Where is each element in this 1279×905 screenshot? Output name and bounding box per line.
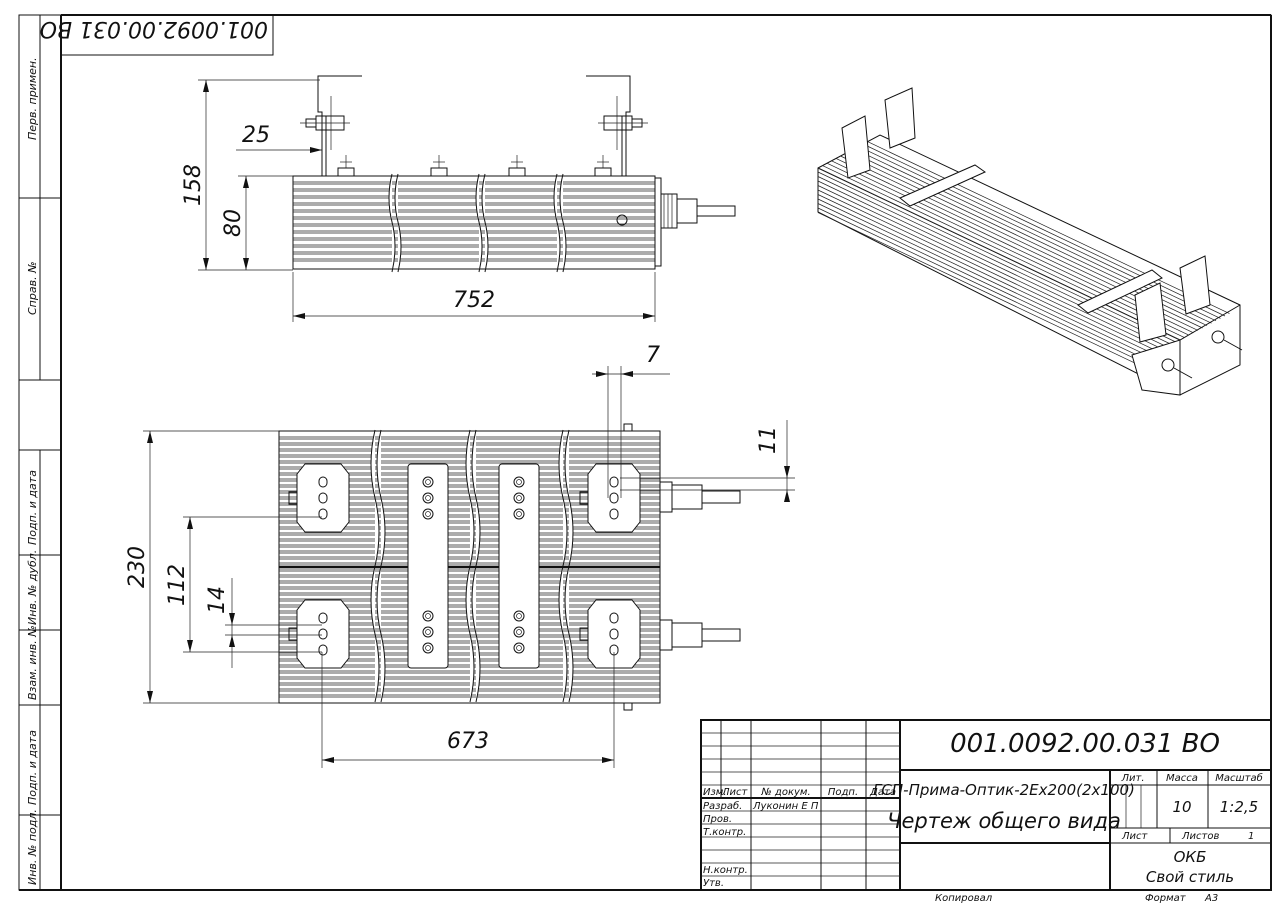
tb-scale-label: Масштаб xyxy=(1215,772,1263,784)
tb-role-tkontr: Т.контр. xyxy=(703,827,746,838)
stamp-sprav: Справ. № xyxy=(26,261,39,315)
stamp-podp-data-2: Подп. и дата xyxy=(26,730,39,805)
tb-sheet-label: Лист xyxy=(1121,831,1149,842)
side-dimensions: 158 80 25 752 xyxy=(181,79,656,322)
top-dimensions: 230 112 14 673 7 11 xyxy=(125,343,795,768)
tb-lit-label: Лит. xyxy=(1120,773,1144,784)
dim-11: 11 xyxy=(756,426,781,454)
tb-h-sign: Подп. xyxy=(828,787,858,798)
dim-673: 673 xyxy=(447,729,489,754)
tb-sheets-label: Листов xyxy=(1181,831,1219,842)
tb-product-name: ГСП-Прима-Оптик-2Ех200(2х100) xyxy=(873,781,1135,799)
dim-230: 230 xyxy=(125,546,150,588)
tb-h-list: Лист xyxy=(721,787,749,798)
tb-h-izm: Изм. xyxy=(703,787,727,798)
tb-sheets: 1 xyxy=(1248,831,1254,842)
dim-7: 7 xyxy=(646,343,660,368)
tb-developer: Луконин Е П xyxy=(752,801,819,812)
tb-mass-label: Масса xyxy=(1166,773,1198,784)
tb-doc-name: Чертеж общего вида xyxy=(887,809,1121,833)
dim-752: 752 xyxy=(453,288,495,313)
tb-mass: 10 xyxy=(1172,798,1191,816)
side-stamp: Перв. примен. Справ. № Подп. и дата Инв.… xyxy=(19,15,61,890)
tb-designation: 001.0092.00.031 ВО xyxy=(950,729,1220,759)
tb-org-1: ОКБ xyxy=(1174,848,1207,866)
title-block: 001.0092.00.031 ВО ГСП-Прима-Оптик-2Ех20… xyxy=(700,719,1272,891)
tb-role-nkontr: Н.контр. xyxy=(703,865,748,876)
rotated-doc-number: 001.0092.00.031 ВО xyxy=(40,14,274,56)
top-view xyxy=(278,423,741,711)
dim-158: 158 xyxy=(181,164,206,206)
tb-org-2: Свой стиль xyxy=(1146,868,1234,886)
tb-h-docno: № докум. xyxy=(760,787,810,798)
tb-role-prov: Пров. xyxy=(703,814,732,825)
format-label: Формат xyxy=(1145,893,1187,904)
stamp-perv-primen: Перв. примен. xyxy=(26,57,39,140)
tb-scale: 1:2,5 xyxy=(1220,798,1258,816)
stamp-inv-dubl: Инв. № дубл. xyxy=(26,550,39,625)
copied-label: Копировал xyxy=(935,893,993,904)
stamp-vzam-inv: Взам. инв. № xyxy=(26,625,39,700)
dim-25: 25 xyxy=(242,123,270,148)
doc-number-rotated: 001.0092.00.031 ВО xyxy=(40,16,268,41)
format-value: А3 xyxy=(1204,893,1218,904)
dim-80: 80 xyxy=(221,209,246,237)
tb-role-utv: Утв. xyxy=(703,878,724,889)
dim-112: 112 xyxy=(165,564,190,606)
side-view xyxy=(292,75,736,273)
tb-h-date: Дата xyxy=(869,787,896,798)
tb-role-razrab: Разраб. xyxy=(703,800,742,812)
stamp-inv-podl: Инв. № подл. xyxy=(26,809,39,885)
isometric-view xyxy=(817,87,1243,396)
stamp-podp-data-1: Подп. и дата xyxy=(26,470,39,545)
dim-14: 14 xyxy=(205,586,230,614)
